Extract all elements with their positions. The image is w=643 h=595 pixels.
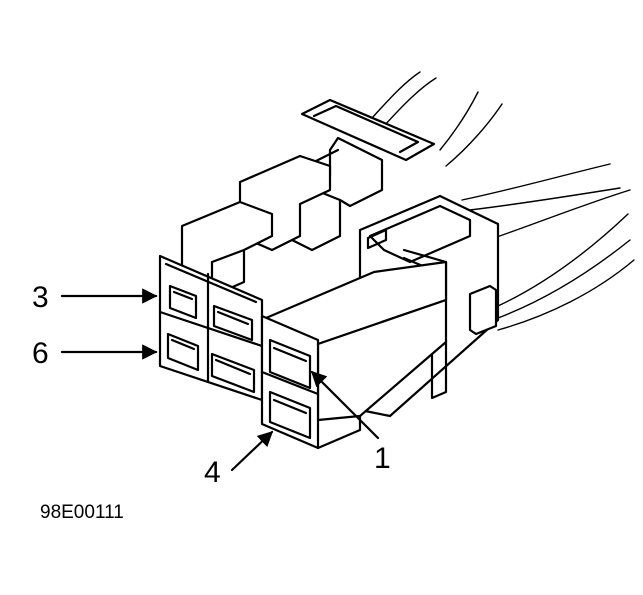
callout-arrows [60, 288, 380, 472]
callout-pin1: 1 [374, 442, 391, 475]
left-cavity-block [158, 254, 264, 402]
callout-pin3: 3 [32, 281, 49, 314]
front-cavity-block [260, 314, 362, 450]
right-housing [264, 194, 500, 422]
wire-bundle [371, 71, 635, 331]
upper-housing-steps [180, 154, 332, 298]
arrow-pin4 [230, 430, 274, 472]
figure-id: 98E00111 [40, 502, 124, 523]
arrow-pin1 [310, 370, 380, 440]
callout-pin6: 6 [32, 337, 49, 370]
callout-pin4: 4 [204, 456, 221, 489]
